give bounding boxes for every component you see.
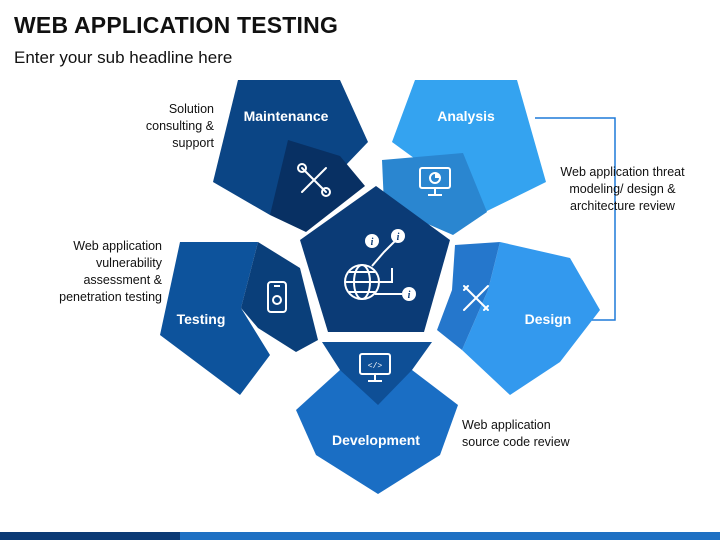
monitor-chart-icon (419, 167, 451, 196)
design-outer-shape (462, 242, 600, 395)
pencil-ruler-icon (463, 285, 489, 311)
code-monitor-icon (359, 353, 391, 382)
maintenance-inner-shape (270, 140, 365, 232)
development-label: Development (332, 432, 420, 448)
development-description-text: Web application source code review (462, 418, 570, 449)
maintenance-description: Solution consulting & support (110, 101, 214, 152)
footer-bar-dark (0, 532, 180, 540)
development-outer-shape (296, 370, 458, 494)
code-glyph: </> (368, 362, 383, 371)
svg-text:i: i (408, 290, 411, 301)
svg-text:i: i (397, 232, 400, 243)
page-subtitle: Enter your sub headline here (14, 48, 233, 67)
analysis-description: Web application threat modeling/ design … (540, 164, 705, 215)
mobile-device-icon (267, 281, 287, 313)
footer-bar-light (180, 532, 720, 540)
footer-bar (0, 532, 720, 540)
design-inner-shape (437, 242, 500, 350)
maintenance-description-text: Solution consulting & support (145, 102, 214, 150)
testing-outer-shape (160, 242, 270, 395)
analysis-outer-shape (392, 80, 546, 212)
maintenance-label: Maintenance (244, 108, 329, 124)
svg-text:i: i (371, 237, 374, 248)
testing-description-text: Web application vulnerability assessment… (59, 239, 162, 304)
analysis-label: Analysis (437, 108, 495, 124)
testing-description: Web application vulnerability assessment… (30, 238, 162, 306)
testing-label: Testing (177, 311, 226, 327)
segment-maintenance[interactable] (213, 80, 368, 232)
design-label: Design (525, 311, 572, 327)
page-title: WEB APPLICATION TESTING (14, 12, 339, 38)
analysis-design-connector (535, 117, 616, 321)
tools-icon (297, 163, 331, 197)
development-description: Web application source code review (462, 417, 602, 451)
segment-design[interactable] (437, 242, 600, 395)
globe-info-icon (344, 229, 416, 301)
analysis-description-text: Web application threat modeling/ design … (560, 165, 685, 213)
